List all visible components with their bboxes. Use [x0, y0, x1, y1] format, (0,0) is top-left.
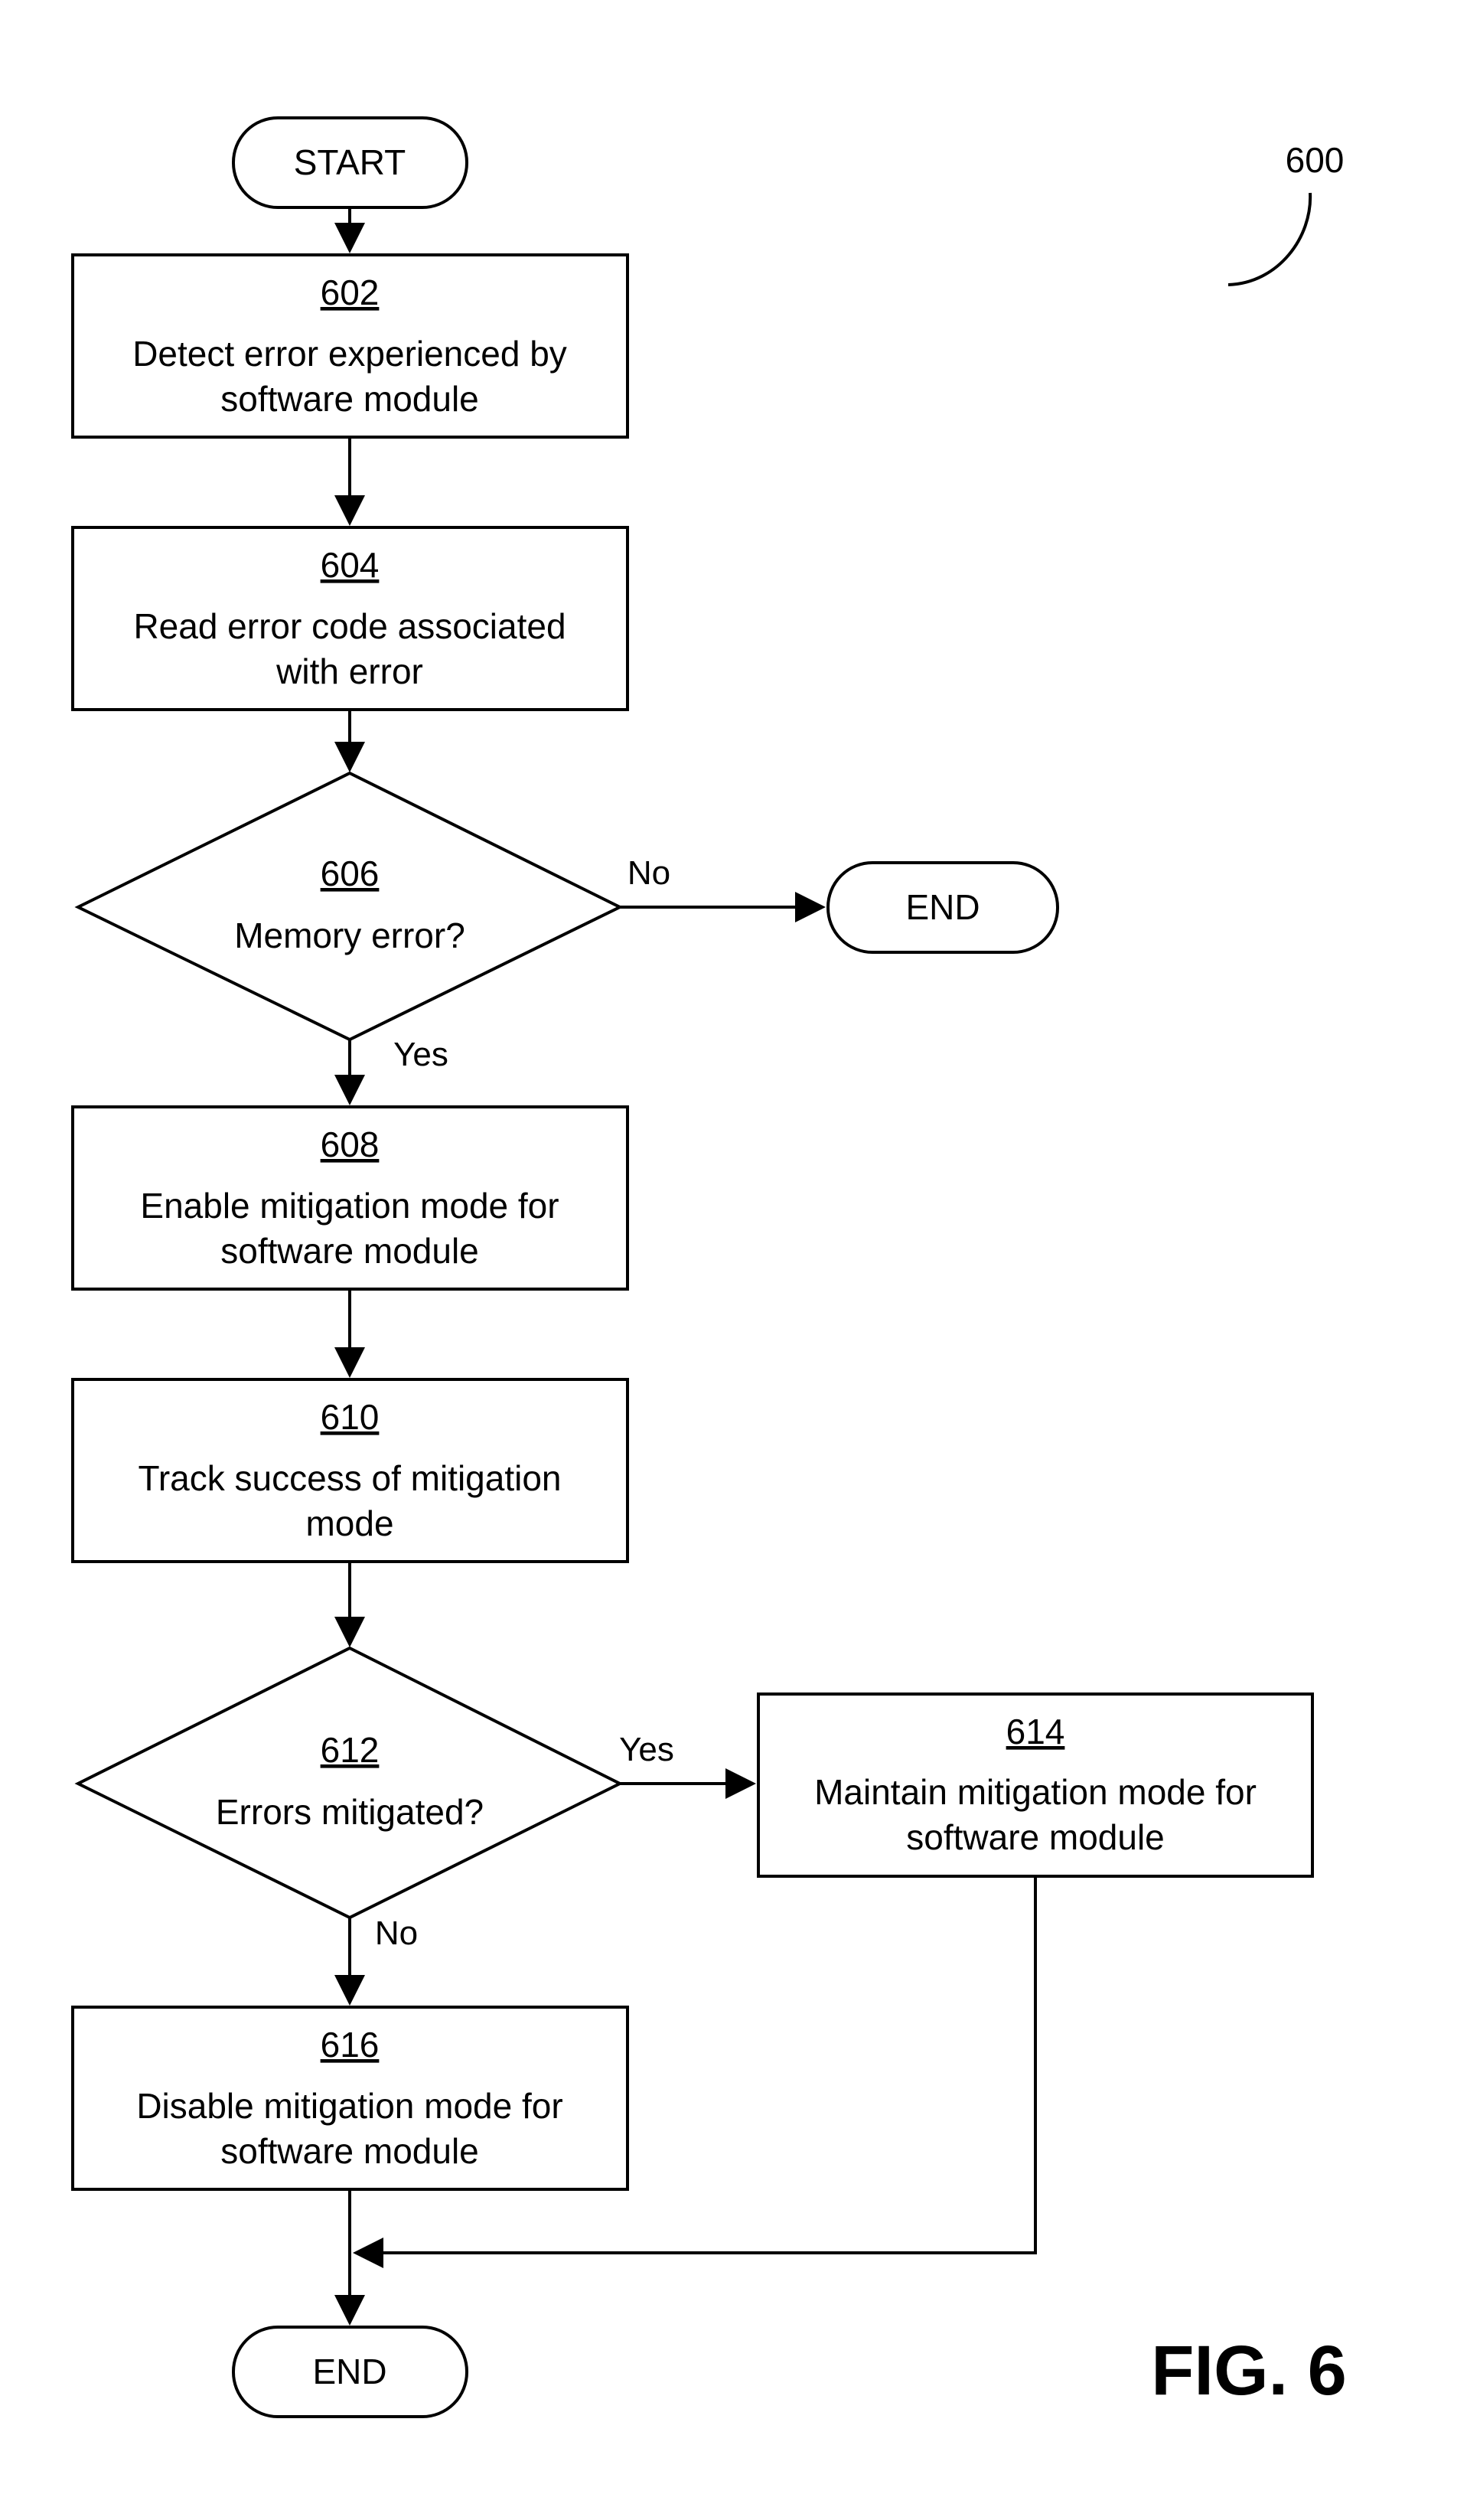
- edge-612-no-label: No: [375, 1914, 418, 1952]
- step-614-text-line2: software module: [906, 1817, 1165, 1857]
- edge-606-no-label: No: [628, 854, 670, 892]
- step-616: 616 Disable mitigation mode for software…: [73, 2007, 628, 2189]
- step-610-text-line2: mode: [305, 1503, 393, 1543]
- figure-label: FIG. 6: [1151, 2332, 1347, 2410]
- step-616-ref: 616: [321, 2025, 380, 2065]
- end-terminal-no-branch: END: [828, 863, 1058, 952]
- decision-606-question: Memory error?: [234, 916, 465, 955]
- decision-612-ref: 612: [321, 1730, 380, 1770]
- step-616-text-line1: Disable mitigation mode for: [136, 2086, 562, 2126]
- start-label: START: [294, 142, 406, 182]
- decision-612: 612 Errors mitigated?: [78, 1648, 620, 1918]
- step-602-text-line1: Detect error experienced by: [132, 334, 567, 374]
- step-614-ref: 614: [1006, 1712, 1065, 1751]
- step-608-text-line2: software module: [220, 1231, 479, 1271]
- step-616-text-line2: software module: [220, 2131, 479, 2171]
- step-602-text-line2: software module: [220, 379, 479, 419]
- step-610-text-line1: Track success of mitigation: [138, 1458, 561, 1498]
- decision-606-ref: 606: [321, 854, 380, 893]
- edge-606-yes-label: Yes: [393, 1036, 448, 1073]
- step-608-text-line1: Enable mitigation mode for: [140, 1186, 559, 1226]
- step-604: 604 Read error code associated with erro…: [73, 527, 628, 710]
- end-no-label: END: [905, 887, 980, 927]
- step-614: 614 Maintain mitigation mode for softwar…: [758, 1694, 1312, 1876]
- step-604-ref: 604: [321, 545, 380, 585]
- step-610-ref: 610: [321, 1397, 380, 1437]
- step-604-text-line2: with error: [275, 651, 423, 691]
- step-602: 602 Detect error experienced by software…: [73, 255, 628, 437]
- step-614-text-line1: Maintain mitigation mode for: [814, 1772, 1257, 1812]
- step-610: 610 Track success of mitigation mode: [73, 1379, 628, 1562]
- step-608: 608 Enable mitigation mode for software …: [73, 1107, 628, 1289]
- edge-612-yes-label: Yes: [619, 1731, 674, 1768]
- end-final-label: END: [312, 2352, 386, 2391]
- step-604-text-line1: Read error code associated: [133, 606, 566, 646]
- step-602-ref: 602: [321, 273, 380, 312]
- end-terminal-final: END: [233, 2327, 467, 2417]
- decision-612-question: Errors mitigated?: [216, 1792, 484, 1832]
- figure-ref-leader: [1228, 193, 1310, 285]
- start-terminal: START: [233, 118, 467, 207]
- decision-606: 606 Memory error?: [78, 773, 620, 1040]
- step-608-ref: 608: [321, 1125, 380, 1164]
- figure-ref-number: 600: [1286, 140, 1345, 180]
